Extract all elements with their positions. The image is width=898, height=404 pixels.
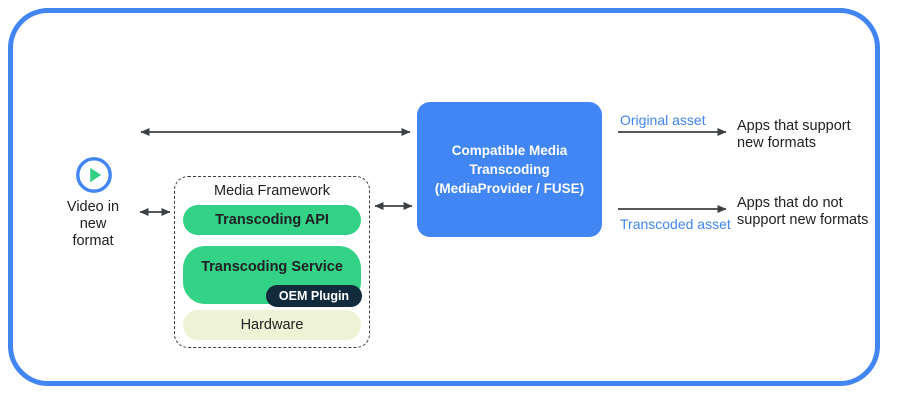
label-original-asset: Original asset bbox=[620, 112, 706, 128]
badge-oem-plugin-label: OEM Plugin bbox=[278, 289, 350, 303]
layer-transcoding-api-label: Transcoding API bbox=[215, 212, 329, 228]
layer-transcoding-service-label: Transcoding Service bbox=[201, 259, 343, 275]
label-apps-that-do-not-support: Apps that do not support new formats bbox=[737, 195, 869, 228]
media-framework-title: Media Framework bbox=[213, 183, 331, 199]
badge-oem-plugin[interactable]: OEM Plugin bbox=[266, 285, 362, 307]
layer-transcoding-api[interactable]: Transcoding API bbox=[183, 205, 361, 235]
video-source-caption: Video in new format bbox=[66, 199, 120, 249]
label-apps-that-support: Apps that support new formats bbox=[737, 118, 851, 151]
play-circle-icon bbox=[76, 157, 112, 193]
outer-frame-border bbox=[8, 8, 880, 386]
layer-hardware-label: Hardware bbox=[240, 317, 304, 333]
layer-hardware[interactable]: Hardware bbox=[183, 310, 361, 340]
compatible-media-transcoding-block[interactable]: Compatible Media Transcoding (MediaProvi… bbox=[417, 102, 602, 237]
label-transcoded-asset: Transcoded asset bbox=[620, 216, 731, 232]
media-framework-container bbox=[174, 176, 370, 348]
